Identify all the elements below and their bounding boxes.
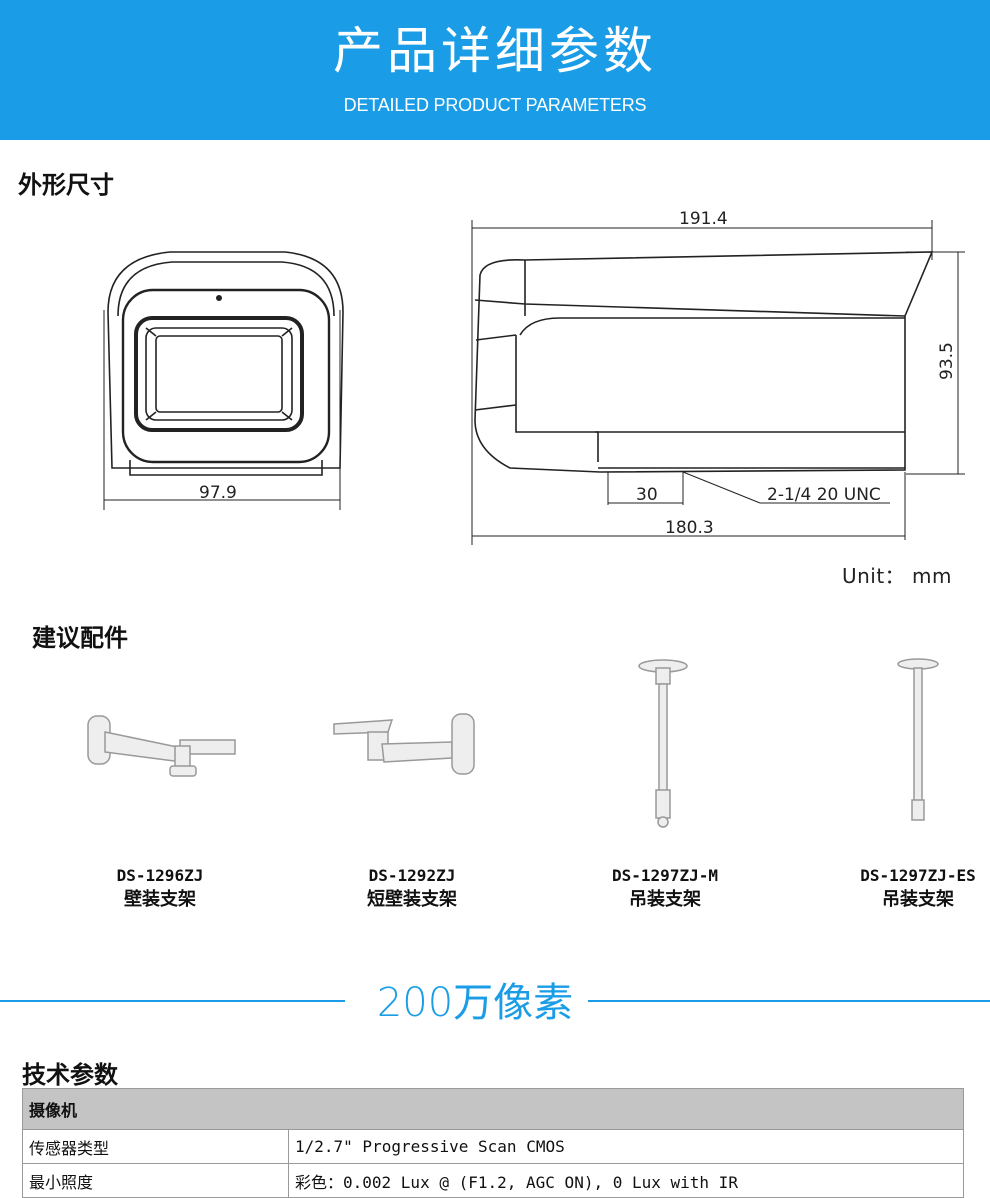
dimension-drawing: 97.9 191.4 93.5 30 2-1/4 20 UNC 180.3 xyxy=(103,209,965,545)
accessory-model: DS-1297ZJ-ES xyxy=(860,866,976,885)
mount-label: 30 xyxy=(636,485,658,505)
height-label: 93.5 xyxy=(937,342,957,380)
accessory-desc: 壁装支架 xyxy=(124,889,196,910)
pendant-mount-slim-icon xyxy=(897,658,939,821)
page-subtitle: DETAILED PRODUCT PARAMETERS xyxy=(343,95,647,115)
front-width-label: 97.9 xyxy=(199,483,237,503)
table-row: 最小照度 彩色：0.002 Lux @ (F1.2, AGC ON), 0 Lu… xyxy=(22,1163,964,1198)
spec-key: 传感器类型 xyxy=(22,1129,289,1164)
front-view-housing xyxy=(107,251,344,469)
accessory-item: DS-1292ZJ 短壁装支架 xyxy=(302,650,522,912)
accessory-item: DS-1296ZJ 壁装支架 xyxy=(50,650,270,912)
length-label: 191.4 xyxy=(679,209,728,229)
accessory-desc: 吊装支架 xyxy=(629,889,701,910)
side-view-housing xyxy=(474,251,934,473)
header-banner: 产品详细参数 DETAILED PRODUCT PARAMETERS xyxy=(0,0,990,140)
page-title: 产品详细参数 xyxy=(333,22,657,80)
accessory-model: DS-1296ZJ xyxy=(116,866,204,885)
table-row: 传感器类型 1/2.7" Progressive Scan CMOS xyxy=(22,1129,964,1164)
accessory-desc: 吊装支架 xyxy=(882,889,954,910)
specs-heading: 技术参数 xyxy=(22,1061,118,1089)
accessories-heading: 建议配件 xyxy=(32,624,128,652)
spec-value: 1/2.7" Progressive Scan CMOS xyxy=(288,1129,964,1164)
accessory-desc: 短壁装支架 xyxy=(367,889,457,910)
pendant-mount-icon xyxy=(638,659,688,828)
accessory-model: DS-1297ZJ-M xyxy=(612,866,718,885)
section-divider-left xyxy=(0,1000,345,1002)
accessory-item: DS-1297ZJ-M 吊装支架 xyxy=(555,650,775,912)
base-length-label: 180.3 xyxy=(665,518,714,538)
dimensions-heading: 外形尺寸 xyxy=(18,171,114,199)
spec-table: 摄像机 传感器类型 1/2.7" Progressive Scan CMOS 最… xyxy=(22,1088,964,1198)
accessory-item: DS-1297ZJ-ES 吊装支架 xyxy=(808,650,990,912)
spec-value: 彩色：0.002 Lux @ (F1.2, AGC ON), 0 Lux wit… xyxy=(288,1163,964,1198)
spec-key: 最小照度 xyxy=(22,1163,289,1198)
megapixel-title: 200万像素 xyxy=(376,980,574,1026)
short-wall-bracket-icon xyxy=(333,713,475,775)
thread-label: 2-1/4 20 UNC xyxy=(767,485,881,505)
wall-bracket-icon xyxy=(87,715,236,777)
section-divider-right xyxy=(588,1000,990,1002)
accessory-model: DS-1292ZJ xyxy=(368,866,456,885)
spec-group-row: 摄像机 xyxy=(22,1088,964,1130)
spec-group-label: 摄像机 xyxy=(22,1088,964,1130)
unit-label: Unit： mm xyxy=(841,564,952,588)
